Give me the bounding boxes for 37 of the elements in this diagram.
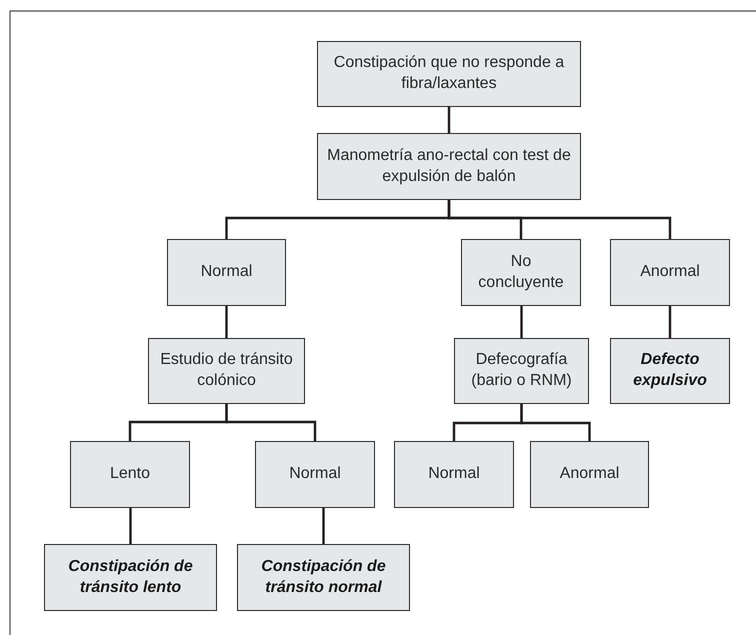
node-text: Estudio de tránsito colónico (159, 350, 294, 391)
process-box (461, 239, 581, 306)
node-text: Defecografía (bario o RNM) (470, 350, 573, 391)
connector-line (668, 306, 672, 338)
node-text: Constipación que no responde a fibra/laxantes (332, 53, 566, 94)
process-box (394, 441, 514, 508)
connector-line (520, 404, 591, 441)
connector-line (448, 107, 450, 133)
process-box (454, 338, 589, 404)
outcome-box (610, 338, 730, 404)
node-text: Normal (428, 464, 480, 484)
process-box (317, 133, 581, 200)
connector-line (225, 306, 228, 338)
connector-line (322, 508, 325, 544)
node-text: Manometría ano-rectal con test de expulsión de balón (326, 146, 572, 186)
process-box (530, 441, 649, 508)
process-box (167, 239, 286, 306)
connector-line (520, 306, 523, 338)
node-text: Anormal (640, 262, 700, 282)
node-text: Normal (289, 464, 341, 484)
process-box (148, 338, 305, 404)
node-text: Lento (110, 464, 150, 484)
process-box (255, 441, 375, 508)
connector-line (225, 404, 316, 441)
outcome-box (44, 544, 217, 611)
connector-line (448, 200, 672, 239)
node-text: Normal (200, 262, 252, 282)
outcome-text: Constipación de tránsito lento (67, 556, 194, 598)
node-text: Anormal (560, 464, 620, 484)
process-box (317, 41, 581, 107)
process-box (610, 239, 730, 306)
outcome-text: Defecto expulsivo (632, 350, 708, 391)
outcome-box (237, 544, 410, 611)
process-box (70, 441, 190, 508)
node-text: No concluyente (477, 252, 565, 292)
outcome-text: Constipación de tránsito normal (260, 556, 387, 598)
connector-line (129, 508, 132, 544)
